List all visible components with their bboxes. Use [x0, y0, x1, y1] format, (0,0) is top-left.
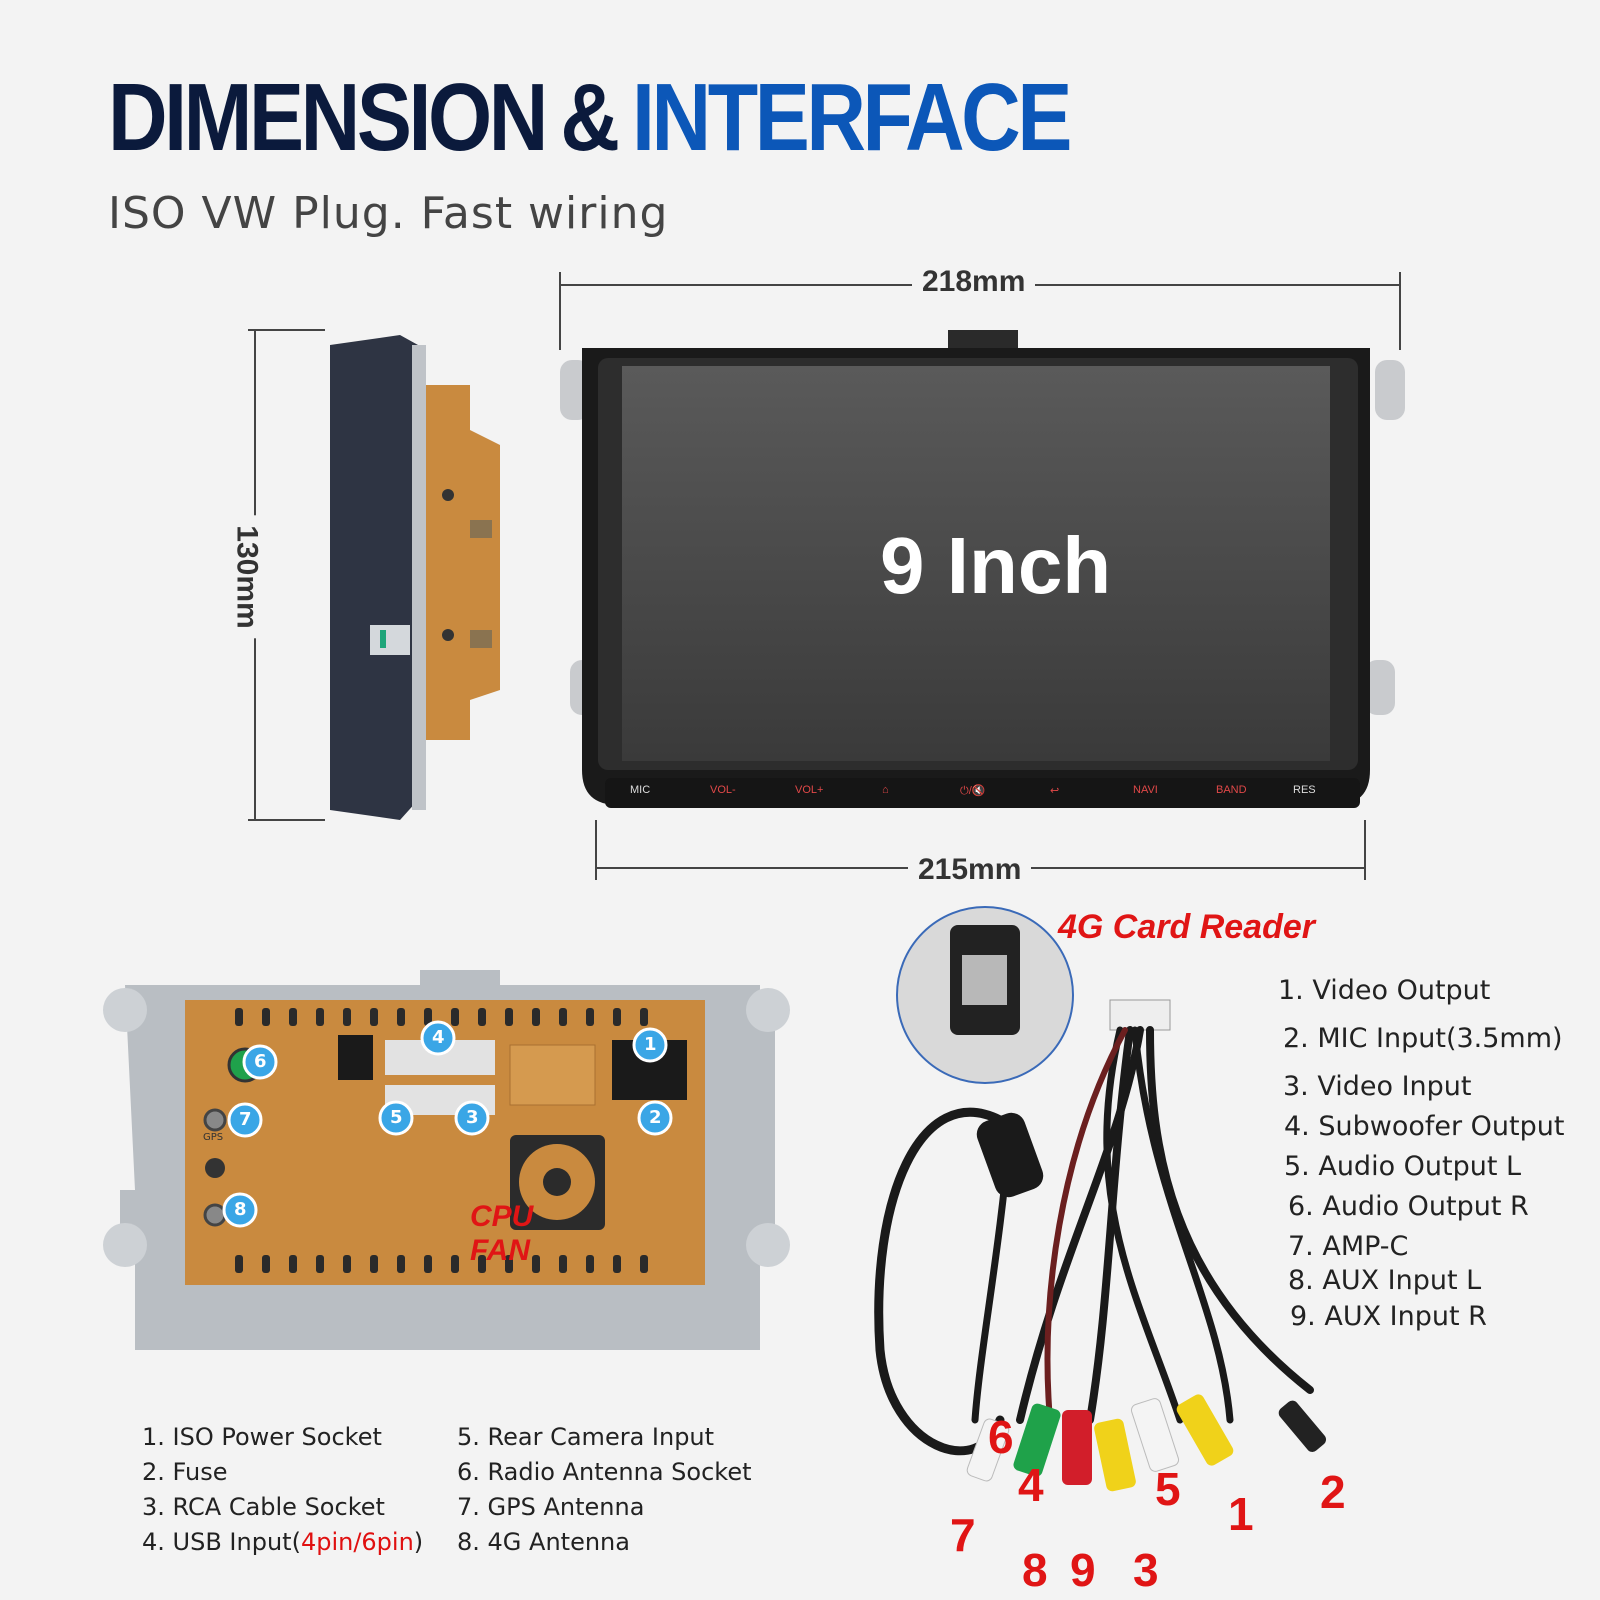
- page-subtitle: ISO VW Plug. Fast wiring: [108, 188, 669, 239]
- front-view: [560, 330, 1405, 808]
- dimension-height: 130mm: [229, 515, 264, 639]
- port-number-3: 3: [466, 1107, 479, 1128]
- port-number-1: 1: [644, 1034, 657, 1055]
- cable-legend-item-9: 9. AUX Input R: [1290, 1301, 1487, 1332]
- front-button-power-mute[interactable]: ⏻/🔇: [960, 785, 986, 797]
- card-reader-title: 4G Card Reader: [1058, 908, 1315, 946]
- port-number-7: 7: [239, 1109, 252, 1130]
- back-legend-item-3: 3. RCA Cable Socket: [142, 1493, 385, 1521]
- back-legend-item-7: 7. GPS Antenna: [457, 1493, 645, 1521]
- plug-number-6: 6: [988, 1411, 1014, 1463]
- cable-legend-item-7: 7. AMP-C: [1288, 1231, 1409, 1262]
- front-button-band[interactable]: BAND: [1216, 784, 1247, 796]
- front-button-vol-down[interactable]: VOL-: [710, 784, 736, 796]
- cpu-fan-label: CPU FAN: [470, 1200, 534, 1267]
- cable-legend-item-2: 2. MIC Input(3.5mm): [1283, 1023, 1563, 1054]
- plug-number-8: 8: [1022, 1544, 1048, 1596]
- back-legend-item-4: 4. USB Input(4pin/6pin): [142, 1530, 423, 1554]
- back-legend-item-5: 5. Rear Camera Input: [457, 1423, 715, 1451]
- dimension-width-top: 218mm: [912, 265, 1036, 299]
- cable-legend-item-5: 5. Audio Output L: [1284, 1151, 1522, 1182]
- usb-prefix: 4. USB Input(: [142, 1528, 301, 1556]
- title-dimension: DIMENSION: [108, 64, 548, 171]
- plug-number-9: 9: [1070, 1544, 1096, 1596]
- front-button-back[interactable]: ↩: [1050, 785, 1060, 797]
- title-ampersand: &: [560, 64, 620, 171]
- back-legend-item-2: 2. Fuse: [142, 1458, 228, 1486]
- port-number-2: 2: [649, 1107, 662, 1128]
- plug-number-2: 2: [1320, 1466, 1346, 1518]
- usb-suffix: ): [413, 1528, 424, 1556]
- rca-plugs: [966, 1394, 1327, 1492]
- cable-legend-item-3: 3. Video Input: [1283, 1071, 1472, 1102]
- back-panel-markers: [222, 1020, 673, 1228]
- gps-label: GPS: [203, 1132, 224, 1143]
- port-number-5: 5: [390, 1107, 403, 1128]
- cable-legend-item-6: 6. Audio Output R: [1288, 1191, 1529, 1222]
- front-button-strip: MIC VOL- VOL+ ⌂ ⏻/🔇 ↩ NAVI BAND RES: [630, 784, 1350, 804]
- front-button-vol-up[interactable]: VOL+: [795, 784, 824, 796]
- title-interface: INTERFACE: [632, 64, 1072, 171]
- screen-size-label: 9 Inch: [880, 521, 1112, 610]
- back-panel: [103, 970, 790, 1350]
- plug-number-1: 1: [1228, 1488, 1254, 1540]
- plug-number-5: 5: [1155, 1463, 1181, 1515]
- back-legend-item-1: 1. ISO Power Socket: [142, 1423, 382, 1451]
- port-number-8: 8: [234, 1199, 247, 1220]
- cable-legend-item-1: 1. Video Output: [1278, 975, 1491, 1006]
- plug-number-7: 7: [950, 1509, 976, 1561]
- cable-harness: [874, 906, 1327, 1492]
- back-legend-item-8: 8. 4G Antenna: [457, 1528, 630, 1556]
- usb-pin-highlight: 4pin/6pin: [300, 1528, 414, 1556]
- cable-legend-item-4: 4. Subwoofer Output: [1284, 1111, 1565, 1142]
- front-button-navi[interactable]: NAVI: [1133, 784, 1158, 796]
- back-legend-item-6: 6. Radio Antenna Socket: [457, 1458, 752, 1486]
- plug-number-4: 4: [1018, 1459, 1044, 1511]
- port-number-6: 6: [254, 1051, 267, 1072]
- plug-number-3: 3: [1133, 1544, 1159, 1596]
- side-view: [330, 335, 500, 820]
- front-button-res[interactable]: RES: [1293, 784, 1316, 796]
- cable-legend-item-8: 8. AUX Input L: [1288, 1265, 1482, 1296]
- front-button-home[interactable]: ⌂: [882, 784, 889, 796]
- page-title: DIMENSION&INTERFACE: [108, 70, 1072, 166]
- dimension-width-bottom: 215mm: [908, 853, 1032, 887]
- front-button-mic[interactable]: MIC: [630, 784, 651, 796]
- port-number-4: 4: [432, 1027, 445, 1048]
